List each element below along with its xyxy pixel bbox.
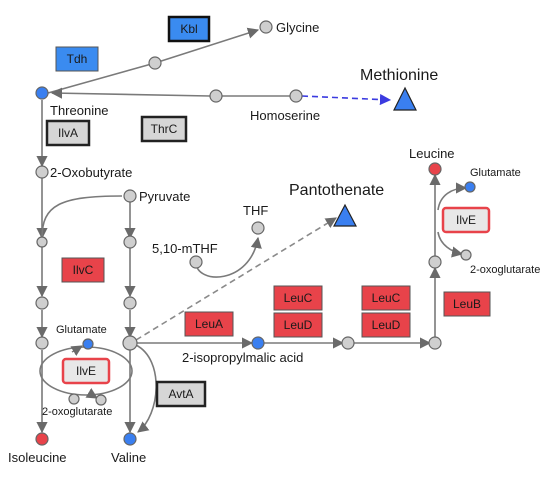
enzyme-ilvc[interactable]: IlvC — [61, 257, 105, 283]
kbl-intermediate-node[interactable] — [148, 56, 162, 70]
glutamate-left-node[interactable] — [82, 338, 94, 350]
edge-glutamate-left — [70, 345, 83, 356]
enzyme-tdh[interactable]: Tdh — [55, 46, 99, 72]
label-glutamate-right: Glutamate — [470, 167, 521, 179]
label-ipm: 2-isopropylmalic acid — [182, 350, 303, 365]
label-isoleucine: Isoleucine — [8, 450, 67, 465]
leuc-intermediate-node[interactable] — [341, 336, 355, 350]
label-leucine: Leucine — [409, 146, 455, 161]
svg-text:LeuC: LeuC — [284, 291, 313, 305]
edge-glutamate-right — [437, 182, 468, 211]
edge-threonine-kbl — [47, 62, 156, 94]
label-oxoglutarate-left: 2-oxoglutarate — [42, 406, 112, 418]
svg-text:Tdh: Tdh — [67, 52, 88, 66]
svg-text:LeuA: LeuA — [195, 317, 223, 331]
edge-to-threonine — [50, 87, 211, 99]
svg-text:IlvE: IlvE — [76, 364, 96, 378]
edge-pyruvate-left — [41, 195, 123, 239]
svg-text:LeuC: LeuC — [372, 291, 401, 305]
pyruvate-node[interactable] — [123, 189, 137, 203]
oxoglutarate-left-node[interactable] — [95, 394, 107, 406]
oxoglutarate-left-node-2[interactable] — [68, 393, 80, 405]
label-thf: THF — [243, 203, 268, 218]
thf-node[interactable] — [251, 221, 265, 235]
enzyme-leua[interactable]: LeuA — [184, 311, 234, 337]
edge-to-methionine — [301, 93, 392, 106]
label-oxoglutarate-right: 2-oxoglutarate — [470, 264, 540, 276]
methionine-triangle[interactable] — [393, 86, 417, 111]
svg-text:ThrC: ThrC — [151, 122, 178, 136]
homoserine-intermediate-node[interactable] — [209, 89, 223, 103]
enzyme-kbl[interactable]: Kbl — [167, 15, 211, 43]
svg-text:LeuB: LeuB — [453, 297, 481, 311]
edge-mthf-thf — [195, 236, 262, 278]
leub-intermediate-node[interactable] — [428, 336, 442, 350]
edge-avta — [135, 344, 157, 433]
edge-oxoglutarate-right — [437, 231, 464, 258]
enzyme-leuc-1[interactable]: LeuC — [273, 285, 323, 311]
isoleucine-node[interactable] — [35, 432, 49, 446]
enzyme-ilve-right[interactable]: IlvE — [441, 206, 491, 234]
enzyme-leud-1[interactable]: LeuD — [273, 312, 323, 338]
label-mthf: 5,10-mTHF — [152, 241, 218, 256]
enzyme-ilva[interactable]: IlvA — [45, 119, 91, 147]
label-homoserine: Homoserine — [250, 108, 320, 123]
label-oxobutyrate: 2-Oxobutyrate — [50, 165, 132, 180]
left-chain-node-3[interactable] — [35, 336, 49, 350]
label-methionine: Methionine — [360, 67, 438, 84]
svg-text:LeuD: LeuD — [372, 318, 401, 332]
svg-text:LeuD: LeuD — [284, 318, 313, 332]
enzyme-leub[interactable]: LeuB — [443, 291, 491, 317]
oxobutyrate-node[interactable] — [35, 165, 49, 179]
label-pantothenate: Pantothenate — [289, 182, 384, 199]
right-chain-node-3[interactable] — [122, 335, 138, 351]
oxoglutarate-right-node[interactable] — [460, 249, 472, 261]
leucine-node[interactable] — [428, 162, 442, 176]
label-pyruvate: Pyruvate — [139, 189, 190, 204]
right-chain-node-1[interactable] — [123, 235, 137, 249]
label-glutamate-left: Glutamate — [56, 324, 107, 336]
label-valine: Valine — [111, 450, 146, 465]
glycine-node[interactable] — [259, 20, 273, 34]
enzyme-ilve-left[interactable]: IlvE — [61, 357, 111, 385]
svg-text:AvtA: AvtA — [168, 387, 193, 401]
valine-node[interactable] — [123, 432, 137, 446]
left-chain-node-1[interactable] — [36, 236, 48, 248]
enzyme-thrc[interactable]: ThrC — [140, 115, 188, 143]
threonine-node[interactable] — [35, 86, 49, 100]
left-chain-node-2[interactable] — [35, 296, 49, 310]
homoserine-node[interactable] — [289, 89, 303, 103]
enzyme-leuc-2[interactable]: LeuC — [361, 285, 411, 311]
edge-to-glycine — [154, 27, 260, 64]
svg-text:IlvC: IlvC — [73, 263, 94, 277]
enzyme-leud-2[interactable]: LeuD — [361, 312, 411, 338]
pantothenate-triangle[interactable] — [333, 203, 357, 227]
svg-text:Kbl: Kbl — [180, 22, 197, 36]
label-glycine: Glycine — [276, 20, 319, 35]
glutamate-right-node[interactable] — [464, 181, 476, 193]
ipm-node[interactable] — [251, 336, 265, 350]
label-threonine: Threonine — [50, 103, 109, 118]
svg-text:IlvE: IlvE — [456, 213, 476, 227]
mthf-node[interactable] — [189, 255, 203, 269]
enzyme-avta[interactable]: AvtA — [155, 380, 207, 408]
right-up-node[interactable] — [428, 255, 442, 269]
svg-text:IlvA: IlvA — [58, 126, 78, 140]
right-chain-node-2[interactable] — [123, 296, 137, 310]
edge-to-pantothenate — [135, 217, 337, 341]
